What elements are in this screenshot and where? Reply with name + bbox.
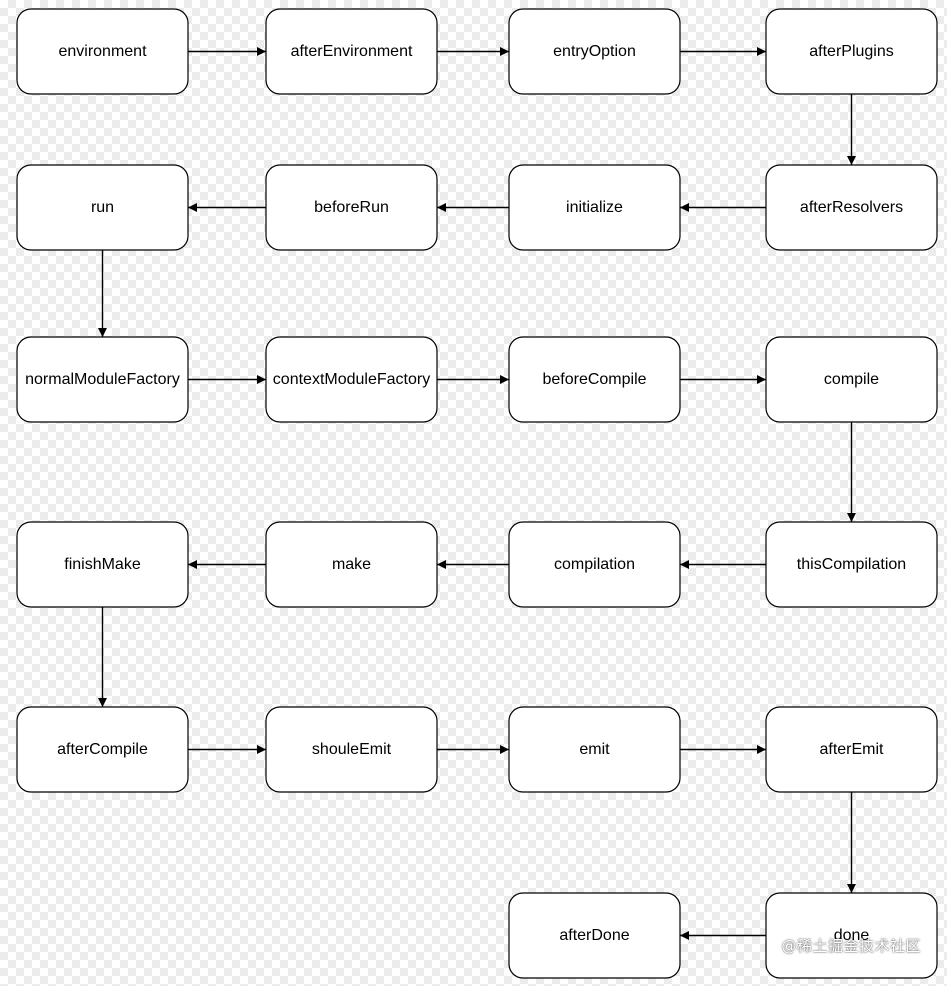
node-afterDone: afterDone	[508, 892, 681, 979]
node-box	[16, 336, 189, 423]
node-environment: environment	[16, 8, 189, 95]
node-label: beforeCompile	[542, 371, 646, 388]
node-compile: compile	[765, 336, 938, 423]
node-box	[16, 164, 189, 251]
node-shouleEmit: shouleEmit	[265, 706, 438, 793]
node-label: emit	[579, 741, 610, 758]
node-label: thisCompilation	[797, 556, 906, 573]
node-label: compile	[824, 371, 879, 388]
node-label: compilation	[554, 556, 635, 573]
node-box	[16, 706, 189, 793]
node-label: afterCompile	[57, 741, 148, 758]
node-initialize: initialize	[508, 164, 681, 251]
node-label: make	[332, 556, 371, 573]
node-label: entryOption	[553, 43, 636, 60]
node-box	[765, 892, 938, 979]
node-label: initialize	[566, 199, 623, 216]
node-label: afterDone	[559, 927, 629, 944]
node-afterEmit: afterEmit	[765, 706, 938, 793]
node-label: done	[834, 927, 870, 944]
node-contextModuleFactory: contextModuleFactory	[265, 336, 438, 423]
edges-layer	[98, 47, 856, 940]
node-label: run	[91, 199, 114, 216]
node-done: done	[765, 892, 938, 979]
node-beforeCompile: beforeCompile	[508, 336, 681, 423]
node-entryOption: entryOption	[508, 8, 681, 95]
node-label: shouleEmit	[312, 741, 392, 758]
node-label: afterEmit	[819, 741, 884, 758]
node-box	[765, 336, 938, 423]
node-afterEnvironment: afterEnvironment	[265, 8, 438, 95]
node-box	[765, 521, 938, 608]
node-finishMake: finishMake	[16, 521, 189, 608]
node-beforeRun: beforeRun	[265, 164, 438, 251]
node-box	[265, 706, 438, 793]
node-box	[16, 521, 189, 608]
node-box	[765, 706, 938, 793]
node-run: run	[16, 164, 189, 251]
node-box	[508, 892, 681, 979]
nodes-layer: environment afterEnvironment entryOption af…	[16, 8, 938, 979]
node-label: beforeRun	[314, 199, 389, 216]
node-afterCompile: afterCompile	[16, 706, 189, 793]
node-box	[265, 521, 438, 608]
node-box	[265, 8, 438, 95]
node-box	[508, 336, 681, 423]
node-box	[265, 164, 438, 251]
node-afterPlugins: afterPlugins	[765, 8, 938, 95]
node-box	[765, 8, 938, 95]
node-box	[508, 706, 681, 793]
node-label: finishMake	[64, 556, 141, 573]
node-label: environment	[58, 43, 147, 60]
node-label: afterEnvironment	[291, 43, 413, 60]
node-box	[265, 336, 438, 423]
node-thisCompilation: thisCompilation	[765, 521, 938, 608]
node-normalModuleFactory: normalModuleFactory	[16, 336, 189, 423]
node-afterResolvers: afterResolvers	[765, 164, 938, 251]
node-label: contextModuleFactory	[273, 371, 430, 388]
node-make: make	[265, 521, 438, 608]
node-emit: emit	[508, 706, 681, 793]
node-box	[765, 164, 938, 251]
node-box	[508, 521, 681, 608]
node-box	[508, 164, 681, 251]
node-label: normalModuleFactory	[25, 371, 180, 388]
node-label: afterPlugins	[809, 43, 894, 60]
node-box	[16, 8, 189, 95]
watermark-text: @稀土掘金技术社区	[781, 937, 921, 955]
node-compilation: compilation	[508, 521, 681, 608]
node-label: afterResolvers	[800, 199, 903, 216]
node-box	[508, 8, 681, 95]
